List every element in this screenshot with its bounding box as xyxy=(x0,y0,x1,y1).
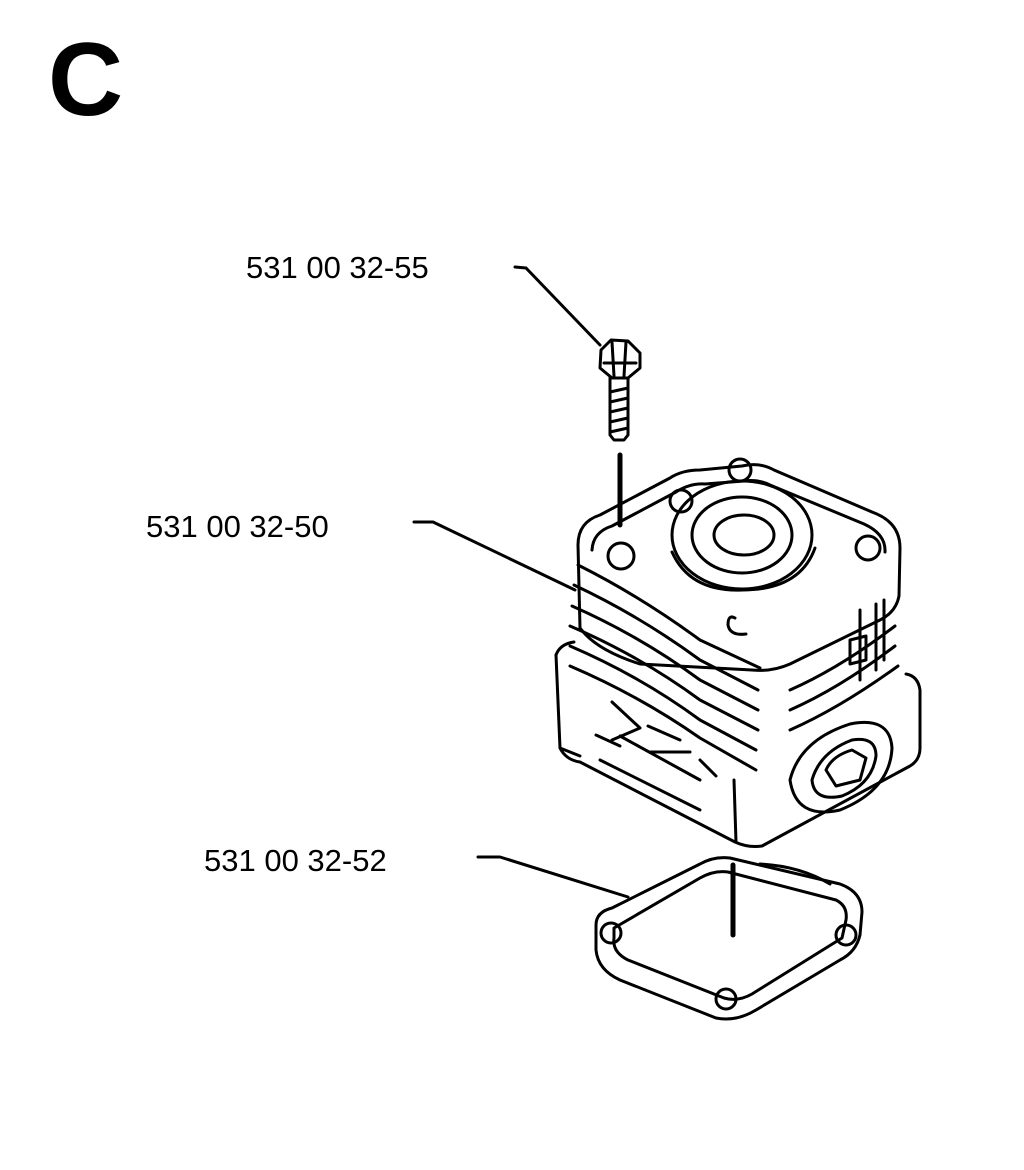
gasket-icon xyxy=(596,858,862,1019)
leader-line-bolt xyxy=(515,267,600,345)
leader-line-gasket xyxy=(478,857,628,897)
part-label-cylinder: 531 00 32-50 xyxy=(146,509,329,544)
section-letter: C xyxy=(48,22,124,138)
cylinder-icon xyxy=(556,459,920,847)
bolt-icon xyxy=(600,340,640,525)
part-label-gasket: 531 00 32-52 xyxy=(204,843,387,878)
part-label-bolt: 531 00 32-55 xyxy=(246,250,429,285)
leader-line-cylinder xyxy=(414,522,575,590)
